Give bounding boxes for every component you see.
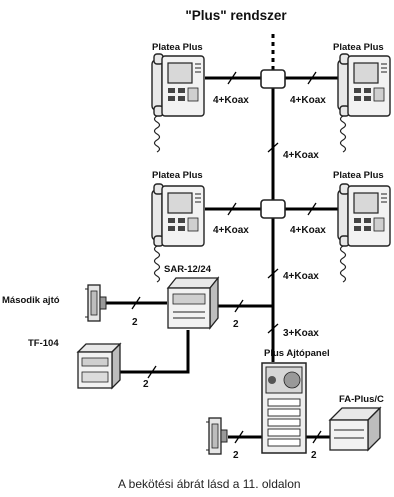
monitor-top-left: [151, 53, 205, 153]
diagram-title: "Plus" rendszer: [185, 8, 287, 23]
junction-box-mid: [260, 199, 286, 219]
transformer-tf104: [76, 342, 122, 390]
label-transformer: TF-104: [28, 338, 59, 349]
monitor-top-right: [337, 53, 391, 153]
cable-label-power-supply: 2: [311, 450, 317, 461]
cable-label-mid-left: 4+Koax: [213, 225, 249, 236]
cable-ticks: [131, 71, 322, 444]
label-door-panel: Plus Ajtópanel: [264, 348, 330, 359]
cable-label-door-lock: 2: [233, 450, 239, 461]
cable-label-riser-upper: 4+Koax: [283, 150, 319, 161]
label-door-second: Második ajtó: [2, 295, 60, 306]
caption: A bekötési ábrát lásd a 11. oldalon: [118, 477, 301, 491]
transformer-wire: [120, 330, 190, 374]
cable-label-mid-right: 4+Koax: [290, 225, 326, 236]
cable-label-top-right: 4+Koax: [290, 95, 326, 106]
monitor-mid-right: [337, 183, 391, 283]
cable-label-top-left: 4+Koax: [213, 95, 249, 106]
label-controller: SAR-12/24: [164, 264, 212, 275]
cable-label-transformer: 2: [143, 379, 149, 390]
door-panel: [261, 362, 307, 454]
label-monitor-top-right: Platea Plus: [333, 42, 384, 53]
cable-label-controller: 2: [233, 319, 239, 330]
door-lock-main: [205, 417, 228, 455]
label-monitor-mid-left: Platea Plus: [152, 170, 203, 181]
cable-label-riser-panel: 3+Koax: [283, 328, 319, 339]
junction-box-top: [260, 69, 286, 89]
power-supply: [328, 406, 382, 452]
controller-sar: [166, 276, 220, 330]
label-monitor-top-left: Platea Plus: [152, 42, 203, 53]
door-second-lock: [84, 284, 107, 322]
cable-label-door-second: 2: [132, 317, 138, 328]
wires: [103, 34, 338, 439]
label-monitor-mid-right: Platea Plus: [333, 170, 384, 181]
label-power-supply: FA-Plus/C: [339, 394, 384, 405]
cable-label-riser-lower: 4+Koax: [283, 271, 319, 282]
